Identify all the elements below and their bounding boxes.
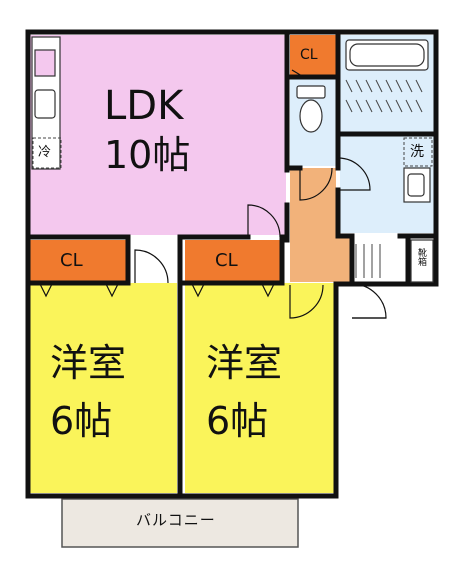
western-left-name: 洋室 bbox=[50, 341, 127, 385]
western-left-size: 6帖 bbox=[50, 399, 113, 443]
ldk-name: LDK bbox=[104, 83, 184, 129]
western-room-right bbox=[185, 283, 334, 493]
walls bbox=[25, 29, 439, 499]
closet-top-right-label: CL bbox=[300, 47, 318, 63]
closet-right-label: CL bbox=[215, 250, 238, 271]
fridge-space bbox=[32, 137, 62, 169]
bath-floor-tiles bbox=[345, 79, 423, 113]
closet-top-right bbox=[290, 35, 336, 75]
washer-space bbox=[403, 137, 433, 167]
washer-label: 洗 bbox=[410, 144, 424, 160]
closet-left-label: CL bbox=[60, 250, 83, 271]
balcony-label: バルコニー bbox=[136, 511, 216, 529]
sink-icon bbox=[34, 89, 56, 119]
entrance-hall bbox=[290, 168, 352, 282]
western-right-name: 洋室 bbox=[206, 341, 283, 385]
ldk-size: 10帖 bbox=[104, 133, 191, 177]
shoe-cabinet-label: 靴箱 bbox=[416, 248, 426, 266]
washbasin-icon bbox=[403, 167, 431, 203]
stove-icon bbox=[34, 49, 56, 77]
western-right-size: 6帖 bbox=[206, 399, 269, 443]
balcony bbox=[61, 498, 299, 548]
kitchen-counter bbox=[31, 36, 61, 170]
bathtub-icon bbox=[345, 39, 429, 71]
shoe-cabinet bbox=[410, 239, 434, 283]
closet-doors bbox=[39, 69, 305, 298]
closet-left bbox=[30, 240, 127, 282]
genkan-step bbox=[355, 244, 381, 278]
western-room-left bbox=[30, 283, 177, 493]
ldk-room bbox=[30, 35, 286, 235]
closet-right bbox=[185, 240, 282, 282]
fridge-label: 冷 bbox=[38, 145, 52, 160]
door-swings bbox=[134, 157, 387, 319]
toilet-icon bbox=[296, 85, 326, 133]
